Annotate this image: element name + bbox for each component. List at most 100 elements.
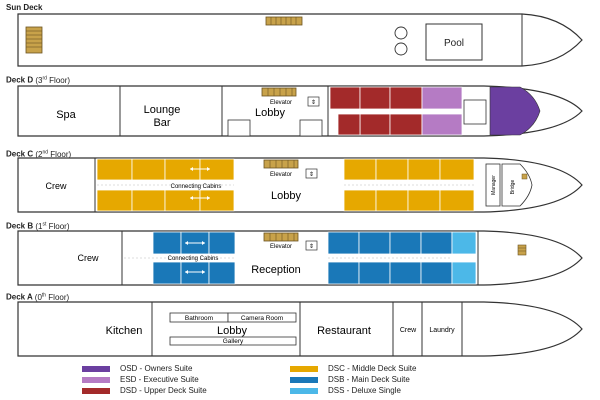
spa-label: Spa	[56, 109, 76, 121]
lobby-label: Lobby	[217, 325, 247, 337]
cabin-dsd	[359, 86, 391, 110]
cabin-dsb	[389, 261, 422, 285]
cabin-dsb	[358, 261, 391, 285]
jacuzzi-icon	[394, 26, 408, 40]
cabin-dsb	[152, 231, 182, 255]
cabin-dsc	[199, 189, 235, 212]
legend-swatch	[290, 376, 318, 383]
cabin-dsb	[208, 231, 236, 255]
deck-label-c: Deck C (2nd Floor)	[6, 149, 72, 159]
cabin-dsd	[389, 113, 423, 136]
kitchen-label: Kitchen	[106, 325, 143, 337]
sun-deck: Pool	[17, 13, 583, 67]
helm-icon	[521, 173, 528, 180]
cabin-dsb	[208, 261, 236, 285]
cabin-dsb	[420, 231, 453, 255]
restroom	[299, 119, 323, 137]
cabin-dsb	[327, 261, 360, 285]
cabin-dsd	[329, 86, 361, 110]
cabin-dsb	[152, 261, 182, 285]
stairs-icon	[25, 26, 43, 54]
gallery	[169, 336, 297, 346]
deck-label-a: Deck A (0th Floor)	[6, 292, 70, 302]
jacuzzi-icon	[394, 42, 408, 56]
cabin-dsc	[407, 158, 441, 181]
cabin-dsd	[359, 113, 391, 136]
legend-swatch	[82, 387, 110, 394]
cabin-dsd	[337, 113, 361, 136]
elevator-label: Elevator	[270, 244, 292, 250]
stairs-icon	[517, 244, 527, 256]
dsb-cabins-right	[327, 231, 453, 285]
cabin-dsc	[96, 158, 133, 181]
cabin-dsc	[343, 158, 377, 181]
cabin-dsc	[131, 158, 166, 181]
camera-room	[227, 312, 297, 323]
crew-label: Crew	[400, 327, 417, 334]
cabin-dsb	[420, 261, 453, 285]
cabin-dsc	[375, 158, 409, 181]
deck-a: Kitchen Bathroom Camera Room Lobby Galle…	[17, 301, 583, 357]
legend-item-dsc: DSC - Middle Deck Suite	[290, 364, 416, 373]
cabin-dsb	[180, 261, 210, 285]
lobby-label: Lobby	[255, 107, 285, 119]
legend-item-dss: DSS - Deluxe Single	[290, 386, 401, 395]
cabin-dsc	[439, 158, 475, 181]
restroom	[227, 119, 251, 137]
deck-b: Crew Connecting Cabins Elevator	[17, 230, 583, 286]
stairs-icon	[263, 159, 299, 169]
deck-c: Crew Connecting Cabins	[17, 157, 583, 213]
legend-swatch	[290, 365, 318, 372]
elevator-icon	[307, 96, 320, 107]
elevator-arrows-icon: ⇕	[309, 171, 314, 178]
connecting-arrow-icon	[185, 241, 205, 274]
cabin-dsc	[164, 189, 201, 212]
cabin-dsc	[439, 189, 475, 212]
crew-label: Crew	[45, 181, 67, 191]
elevator-label: Elevator	[270, 172, 292, 178]
laundry-label: Laundry	[429, 327, 455, 334]
cabin-dsc	[343, 189, 377, 212]
pool	[425, 23, 483, 61]
manager-label: Manager	[491, 175, 497, 195]
gallery-label: Gallery	[223, 338, 244, 345]
manager-room	[485, 163, 501, 207]
cabin-dsc	[96, 189, 133, 212]
deck-d: Spa Lounge Bar Elevator ⇕ Lobby	[17, 85, 583, 137]
cabin-osd	[489, 86, 541, 136]
cabin-dss	[451, 231, 477, 255]
connecting-cabins-label: Connecting Cabins	[168, 256, 219, 262]
deck-label-b: Deck B (1st Floor)	[6, 221, 70, 231]
cabin-dsb	[358, 231, 391, 255]
reception-label: Reception	[251, 264, 301, 276]
dsc-cabins-right	[343, 158, 475, 212]
stairs-icon	[263, 232, 299, 242]
connecting-cabins-label: Connecting Cabins	[171, 184, 222, 190]
cabin-dsc	[375, 189, 409, 212]
pool-label: Pool	[444, 38, 464, 49]
stairs-icon	[265, 16, 303, 26]
elevator-label: Elevator	[270, 100, 292, 106]
legend-item-dsd: DSD - Upper Deck Suite	[82, 386, 207, 395]
cabin-dsb	[327, 231, 360, 255]
elevator-icon	[305, 240, 318, 251]
cabin-esd	[421, 86, 463, 110]
corridor	[330, 109, 462, 114]
legend-item-dsb: DSB - Main Deck Suite	[290, 375, 410, 384]
elevator-arrows-icon: ⇕	[311, 99, 316, 106]
legend-item-osd: OSD - Owners Suite	[82, 364, 192, 373]
dsc-cabins-left	[96, 158, 235, 212]
legend-swatch	[290, 387, 318, 394]
cabin-dsb	[389, 231, 422, 255]
cabin-dss	[451, 261, 477, 285]
camera-room-label: Camera Room	[241, 315, 283, 322]
legend-item-esd: ESD - Executive Suite	[82, 375, 199, 384]
deck-b-hull	[17, 230, 583, 286]
deck-label-d: Deck D (3rd Floor)	[6, 75, 71, 85]
legend-swatch	[82, 365, 110, 372]
restaurant-label: Restaurant	[317, 325, 371, 337]
connecting-arrow-icon	[190, 167, 210, 200]
cabin-dsd	[389, 86, 423, 110]
cabin-esd	[421, 113, 463, 136]
